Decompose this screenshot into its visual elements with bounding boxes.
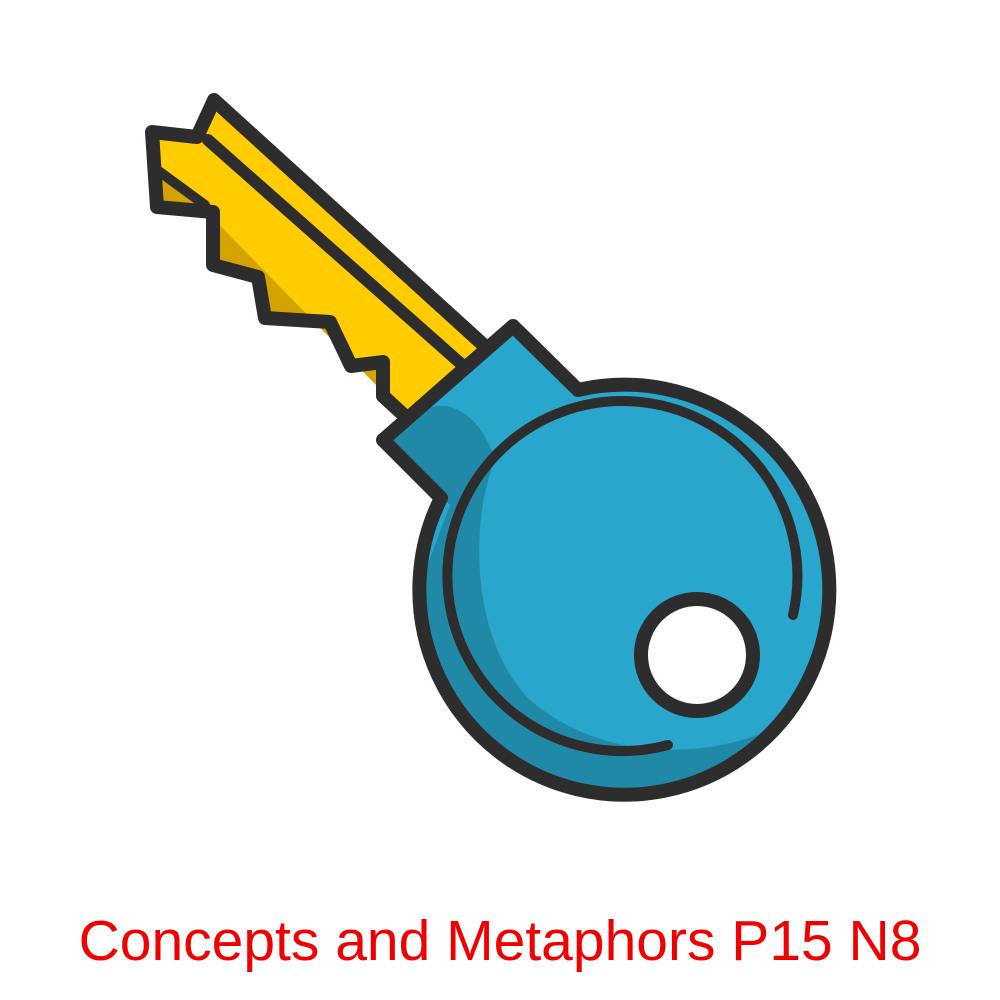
caption: Concepts and Metaphors P15 N8 [78, 909, 922, 973]
key-bow-shadow [383, 405, 770, 791]
key-blade-shadow [157, 175, 420, 430]
key-head [376, 319, 837, 802]
key-head-outline [376, 319, 837, 802]
key-blade-groove [202, 134, 474, 376]
key-blade-body [152, 100, 500, 430]
key-blade [145, 93, 507, 437]
key-blade-lower-line [155, 167, 210, 210]
key-bow-inner-arc [442, 396, 803, 757]
key-hole [634, 592, 760, 718]
key-icon [145, 93, 837, 802]
key-blade-outline [145, 93, 507, 437]
